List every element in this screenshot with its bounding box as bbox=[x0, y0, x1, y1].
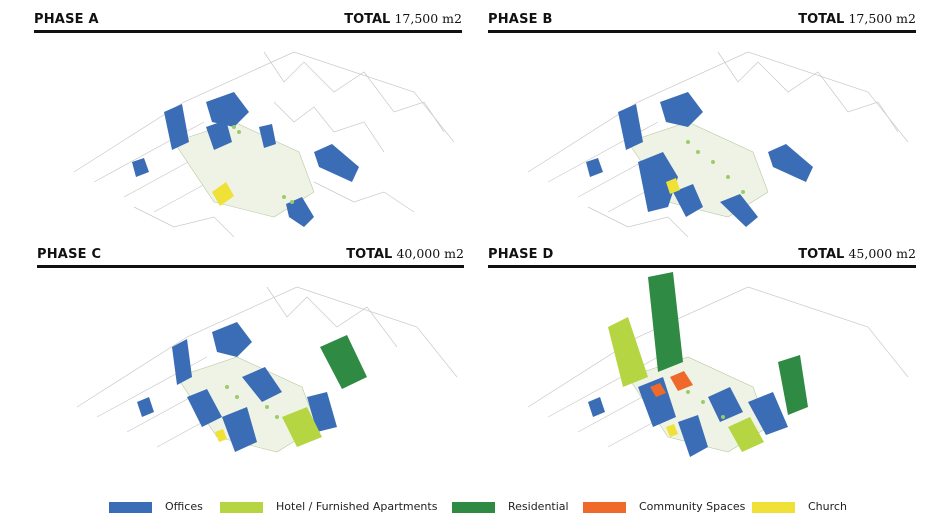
phase-c-total: TOTAL 40,000 m2 bbox=[346, 246, 464, 262]
legend-hotel-swatch bbox=[220, 502, 263, 513]
office-blocks bbox=[588, 377, 788, 457]
community-block-2 bbox=[650, 383, 666, 397]
phase-a-total: TOTAL 17,500 m2 bbox=[344, 11, 462, 27]
church-block bbox=[666, 178, 680, 194]
phase-b-total: TOTAL 17,500 m2 bbox=[798, 11, 916, 27]
phase-c-header: PHASE C TOTAL 40,000 m2 bbox=[37, 243, 464, 268]
trees bbox=[686, 390, 725, 419]
trees bbox=[232, 125, 294, 204]
context-buildings bbox=[73, 51, 455, 238]
church-block bbox=[666, 424, 678, 437]
legend-offices-swatch bbox=[109, 502, 152, 513]
phase-c-title: PHASE C bbox=[37, 247, 102, 262]
residential-tower bbox=[320, 335, 367, 389]
phase-d-total: TOTAL 45,000 m2 bbox=[798, 246, 916, 262]
hotel-block bbox=[728, 417, 764, 452]
legend-church-swatch bbox=[752, 502, 795, 513]
office-blocks bbox=[586, 92, 813, 227]
office-blocks bbox=[132, 92, 359, 227]
phase-d-axonometric-view bbox=[527, 272, 909, 457]
community-block-1 bbox=[670, 371, 693, 391]
phase-a-panel: PHASE A TOTAL 17,500 m2 bbox=[34, 8, 462, 240]
legend-hotel-label: Hotel / Furnished Apartments bbox=[276, 500, 438, 513]
phase-b-title: PHASE B bbox=[488, 12, 553, 27]
legend: Offices Hotel / Furnished Apartments Res… bbox=[0, 498, 950, 518]
phase-c-panel: PHASE C TOTAL 40,000 m2 bbox=[37, 243, 464, 475]
church-block bbox=[215, 429, 227, 442]
legend-residential-label: Residential bbox=[508, 500, 569, 513]
phase-a-header: PHASE A TOTAL 17,500 m2 bbox=[34, 8, 462, 33]
phase-a-title: PHASE A bbox=[34, 12, 99, 27]
legend-offices-label: Offices bbox=[165, 500, 203, 513]
trees bbox=[686, 140, 745, 194]
phase-c-axonometric-view bbox=[76, 286, 458, 453]
phase-b-header: PHASE B TOTAL 17,500 m2 bbox=[488, 8, 916, 33]
trees bbox=[225, 385, 279, 419]
legend-church-label: Church bbox=[808, 500, 847, 513]
phase-d-panel: PHASE D TOTAL 45,000 m2 bbox=[488, 243, 916, 475]
phase-b-panel: PHASE B TOTAL 17,500 m2 bbox=[488, 8, 916, 240]
residential-tower-right bbox=[778, 355, 808, 415]
legend-community-label: Community Spaces bbox=[639, 500, 746, 513]
legend-residential-swatch bbox=[452, 502, 495, 513]
residential-tower-tall bbox=[648, 272, 683, 372]
phase-a-axonometric-view bbox=[73, 51, 455, 238]
phase-b-axonometric-view bbox=[527, 51, 909, 238]
hotel-block bbox=[282, 407, 322, 447]
legend-community-swatch bbox=[583, 502, 626, 513]
church-block bbox=[212, 182, 234, 206]
phase-d-title: PHASE D bbox=[488, 247, 554, 262]
hotel-tower bbox=[608, 317, 648, 387]
phase-d-header: PHASE D TOTAL 45,000 m2 bbox=[488, 243, 916, 268]
